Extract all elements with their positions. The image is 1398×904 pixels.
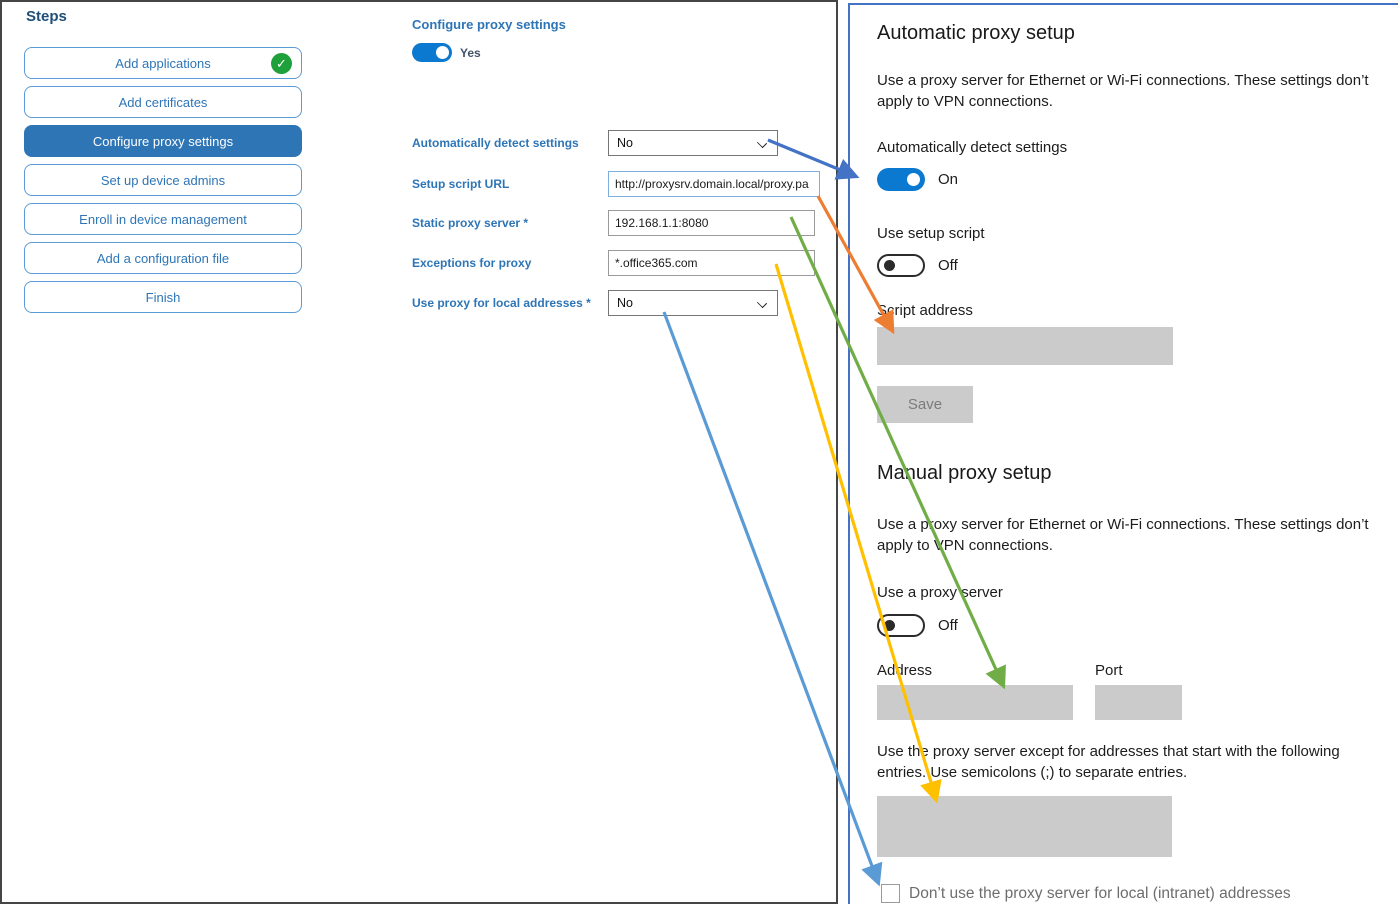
step-label: Add certificates [118,94,208,110]
configure-proxy-toggle-label: Yes [460,46,481,60]
script-address-input[interactable] [877,327,1173,365]
chevron-down-icon [758,139,766,147]
use-setup-script-toggle[interactable] [877,254,925,277]
auto-detect-label: Automatically detect settings [412,136,579,150]
selected-value: No [617,136,633,150]
step-label: Add applications [115,55,211,71]
local-intranet-checkbox[interactable] [881,884,900,903]
port-input[interactable] [1095,685,1182,720]
step-label: Set up device admins [100,172,226,188]
use-proxy-server-state: Off [938,617,958,634]
steps-heading: Steps [26,8,67,25]
page-title: Configure proxy settings [412,17,566,32]
step-label: Configure proxy settings [92,133,234,149]
static-proxy-server-label: Static proxy server * [412,216,529,230]
proxy-exceptions-input[interactable] [608,250,815,276]
toggle-knob [884,620,895,631]
proxy-exceptions-label: Exceptions for proxy [412,256,532,270]
use-setup-script-label: Use setup script [877,225,985,242]
address-input[interactable] [877,685,1073,720]
configure-proxy-toggle[interactable] [412,43,452,62]
use-proxy-server-toggle[interactable] [877,614,925,637]
setup-script-url-input[interactable] [608,171,820,197]
local-addresses-label: Use proxy for local addresses * [412,296,591,310]
step-label: Enroll in device management [79,211,247,227]
sidebar-item-set-up-device-admins[interactable]: Set up device admins [24,164,302,196]
sidebar-item-enroll-device-management[interactable]: Enroll in device management [24,203,302,235]
detect-settings-toggle[interactable] [877,168,925,191]
toggle-knob [436,46,449,59]
sidebar-item-finish[interactable]: Finish [24,281,302,313]
sidebar-item-add-applications[interactable]: Add applications ✓ [24,47,302,79]
step-label: Add a configuration file [96,250,230,266]
completed-check-icon: ✓ [271,53,292,74]
toggle-knob [884,260,895,271]
toggle-knob [907,173,920,186]
address-label: Address [877,662,933,679]
selected-value: No [617,296,633,310]
exceptions-textarea[interactable] [877,796,1172,857]
detect-settings-state: On [938,171,959,188]
chevron-down-icon [758,299,766,307]
auto-detect-select[interactable]: No [608,130,778,156]
manual-proxy-setup-heading: Manual proxy setup [877,462,1052,484]
detect-settings-label: Automatically detect settings [877,139,1068,156]
automatic-proxy-description: Use a proxy server for Ethernet or Wi-Fi… [877,72,1369,110]
manual-proxy-description: Use a proxy server for Ethernet or Wi-Fi… [877,516,1369,554]
sidebar-item-add-certificates[interactable]: Add certificates [24,86,302,118]
use-setup-script-state: Off [938,257,958,274]
static-proxy-server-input[interactable] [608,210,815,236]
step-label: Finish [145,289,181,305]
wizard-window: Steps Add applications ✓ Add certificate… [0,0,838,904]
automatic-proxy-setup-heading: Automatic proxy setup [877,22,1075,44]
local-addresses-select[interactable]: No [608,290,778,316]
use-proxy-server-label: Use a proxy server [877,584,1003,601]
local-intranet-checkbox-label: Don’t use the proxy server for local (in… [909,885,1291,902]
save-button[interactable]: Save [877,386,973,423]
sidebar-item-configure-proxy-settings[interactable]: Configure proxy settings [24,125,302,157]
exceptions-help-text: Use the proxy server except for addresse… [877,743,1340,781]
setup-script-url-label: Setup script URL [412,177,510,191]
port-label: Port [1095,662,1123,679]
script-address-label: Script address [877,302,973,319]
sidebar-item-add-configuration-file[interactable]: Add a configuration file [24,242,302,274]
